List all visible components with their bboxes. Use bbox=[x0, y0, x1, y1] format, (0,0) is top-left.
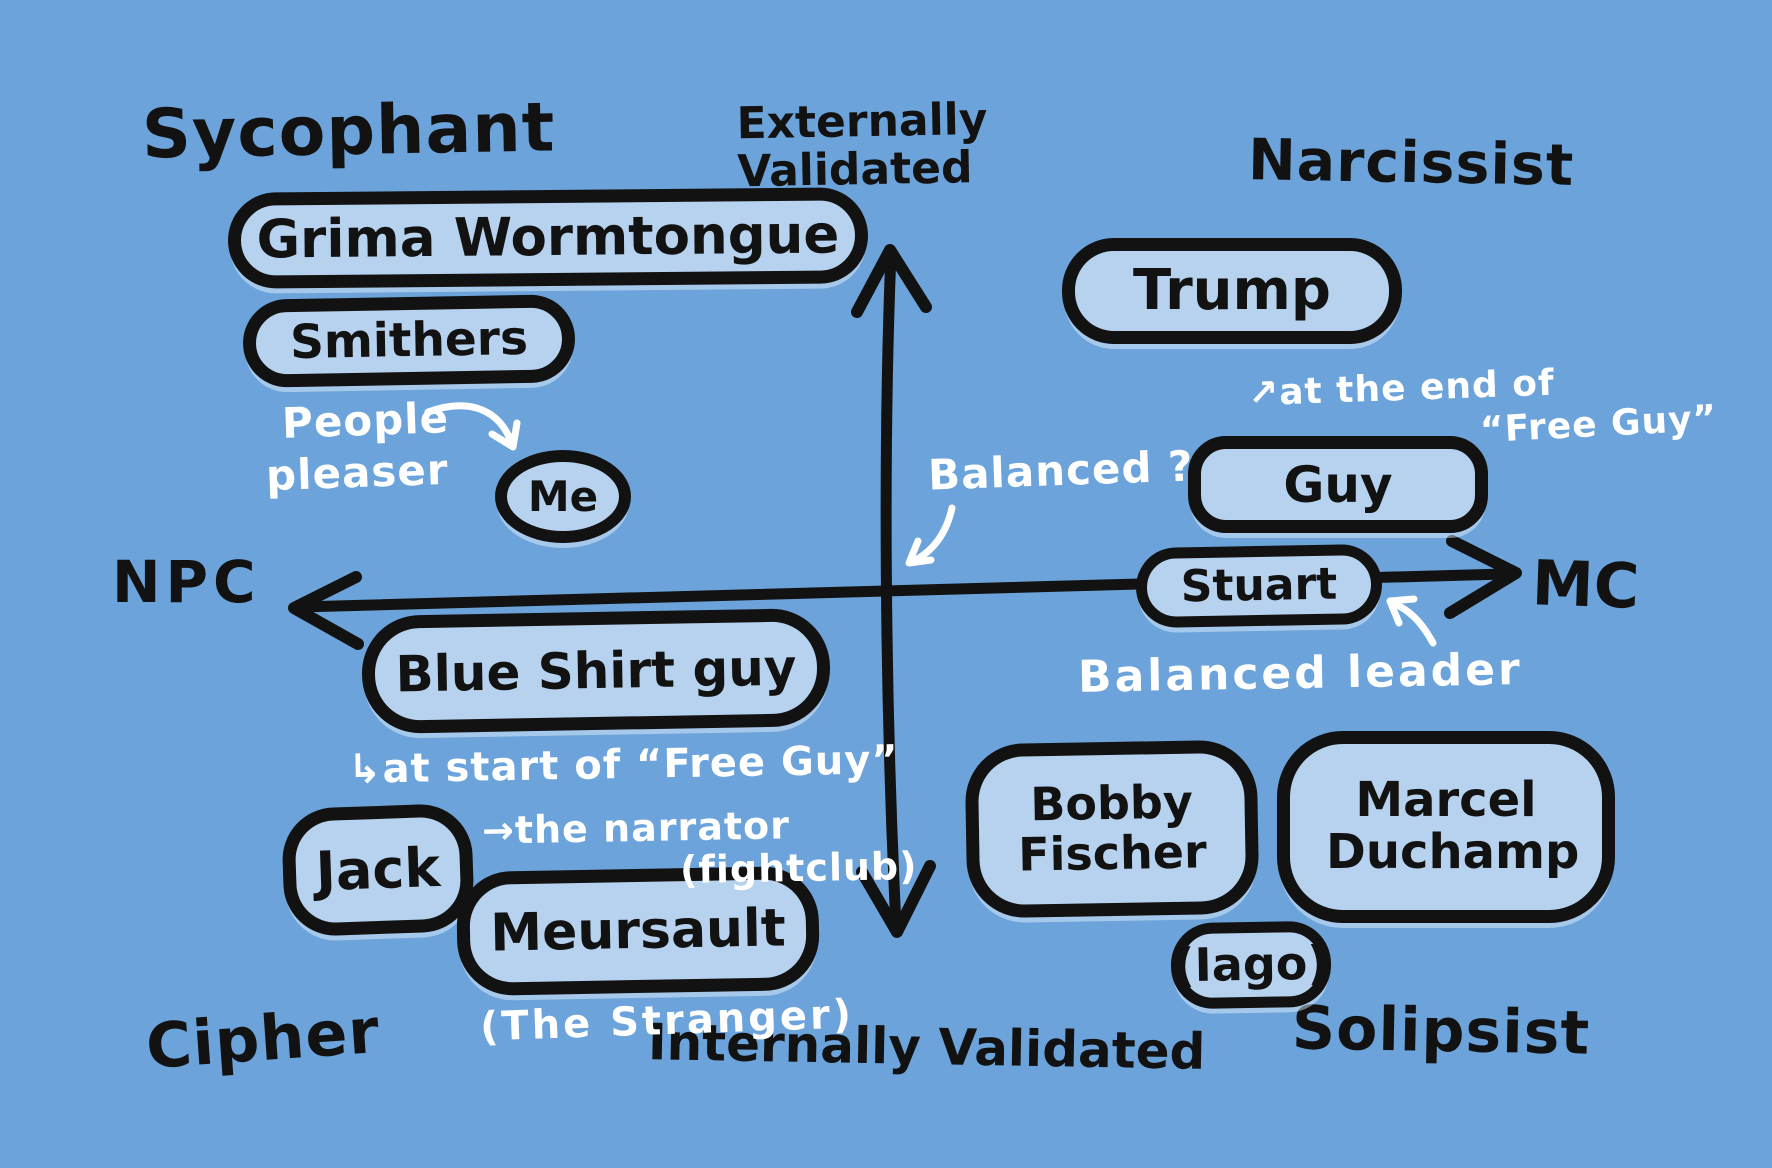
balanced-leader-arrowhead bbox=[1386, 595, 1418, 627]
bubble-label: Jack bbox=[314, 835, 442, 903]
bubble-label: Smithers bbox=[289, 310, 529, 370]
bubble-guy: Guy bbox=[1188, 436, 1488, 533]
bubble-smithers: Smithers bbox=[242, 294, 576, 388]
balanced-arrowhead bbox=[905, 537, 935, 567]
bubble-me: Me bbox=[495, 450, 631, 543]
note-free-guy-end: “Free Guy” bbox=[1479, 397, 1719, 452]
bubble-label: Blue Shirt guy bbox=[395, 638, 797, 704]
quadrant-label-solipsist: Solipsist bbox=[1291, 993, 1591, 1069]
quadrant-label-cipher: Cipher bbox=[143, 993, 383, 1084]
axis-label-mc: MC bbox=[1530, 546, 1641, 623]
horizontal-axis-left-arrowhead bbox=[288, 571, 364, 650]
bubble-label: Trump bbox=[1133, 257, 1331, 323]
quadrant-label-sycophant: Sycophant bbox=[141, 88, 556, 175]
horizontal-axis-right-arrowhead bbox=[1444, 535, 1522, 619]
bubble-label: Guy bbox=[1283, 455, 1393, 514]
axis-label-externally-validated: Externally Validated bbox=[736, 93, 988, 198]
balanced-leader-arrow bbox=[1389, 599, 1437, 647]
note-people-pleaser-line2: pleaser bbox=[265, 444, 450, 501]
bubble-grima-wormtongue: Grima Wormtongue bbox=[227, 187, 869, 289]
note-balanced-leader: Balanced leader bbox=[1077, 644, 1524, 703]
bubble-label: Meursault bbox=[489, 898, 787, 964]
bubble-stuart: Stuart bbox=[1135, 543, 1383, 629]
note-people-pleaser-line1: People bbox=[281, 393, 450, 448]
bubble-blue-shirt-guy: Blue Shirt guy bbox=[361, 607, 831, 735]
bubble-label: Me bbox=[527, 471, 599, 521]
bubble-iago: (Iago) bbox=[1170, 920, 1332, 1010]
note-balanced-question: Balanced ? bbox=[927, 441, 1195, 500]
people-pleaser-arrowhead bbox=[488, 419, 521, 451]
bubble-label: Bobby Fischer bbox=[1017, 774, 1208, 882]
balanced-arrow bbox=[908, 504, 956, 566]
bubble-label: Marcel Duchamp bbox=[1326, 772, 1580, 880]
bubble-bobby-fischer: Bobby Fischer bbox=[964, 739, 1260, 919]
bubble-label: Stuart bbox=[1180, 558, 1338, 613]
quadrant-label-narcissist: Narcissist bbox=[1247, 127, 1575, 199]
bubble-jack: Jack bbox=[280, 802, 476, 938]
note-fightclub: (fightclub) bbox=[679, 843, 918, 893]
bubble-label: Grima Wormtongue bbox=[256, 204, 840, 271]
note-the-narrator: →the narrator bbox=[481, 803, 791, 853]
vertical-axis-top-arrowhead bbox=[851, 244, 932, 318]
note-at-start-of-free-guy: ↳at start of “Free Guy” bbox=[347, 737, 900, 793]
vertical-axis bbox=[880, 246, 902, 932]
note-at-the-end-of: ↗at the end of bbox=[1247, 362, 1556, 415]
bubble-label: (Iago) bbox=[1173, 935, 1329, 993]
axis-label-npc: NPC bbox=[112, 548, 261, 616]
bubble-trump: Trump bbox=[1062, 238, 1402, 344]
bubble-marcel-duchamp: Marcel Duchamp bbox=[1277, 731, 1615, 923]
